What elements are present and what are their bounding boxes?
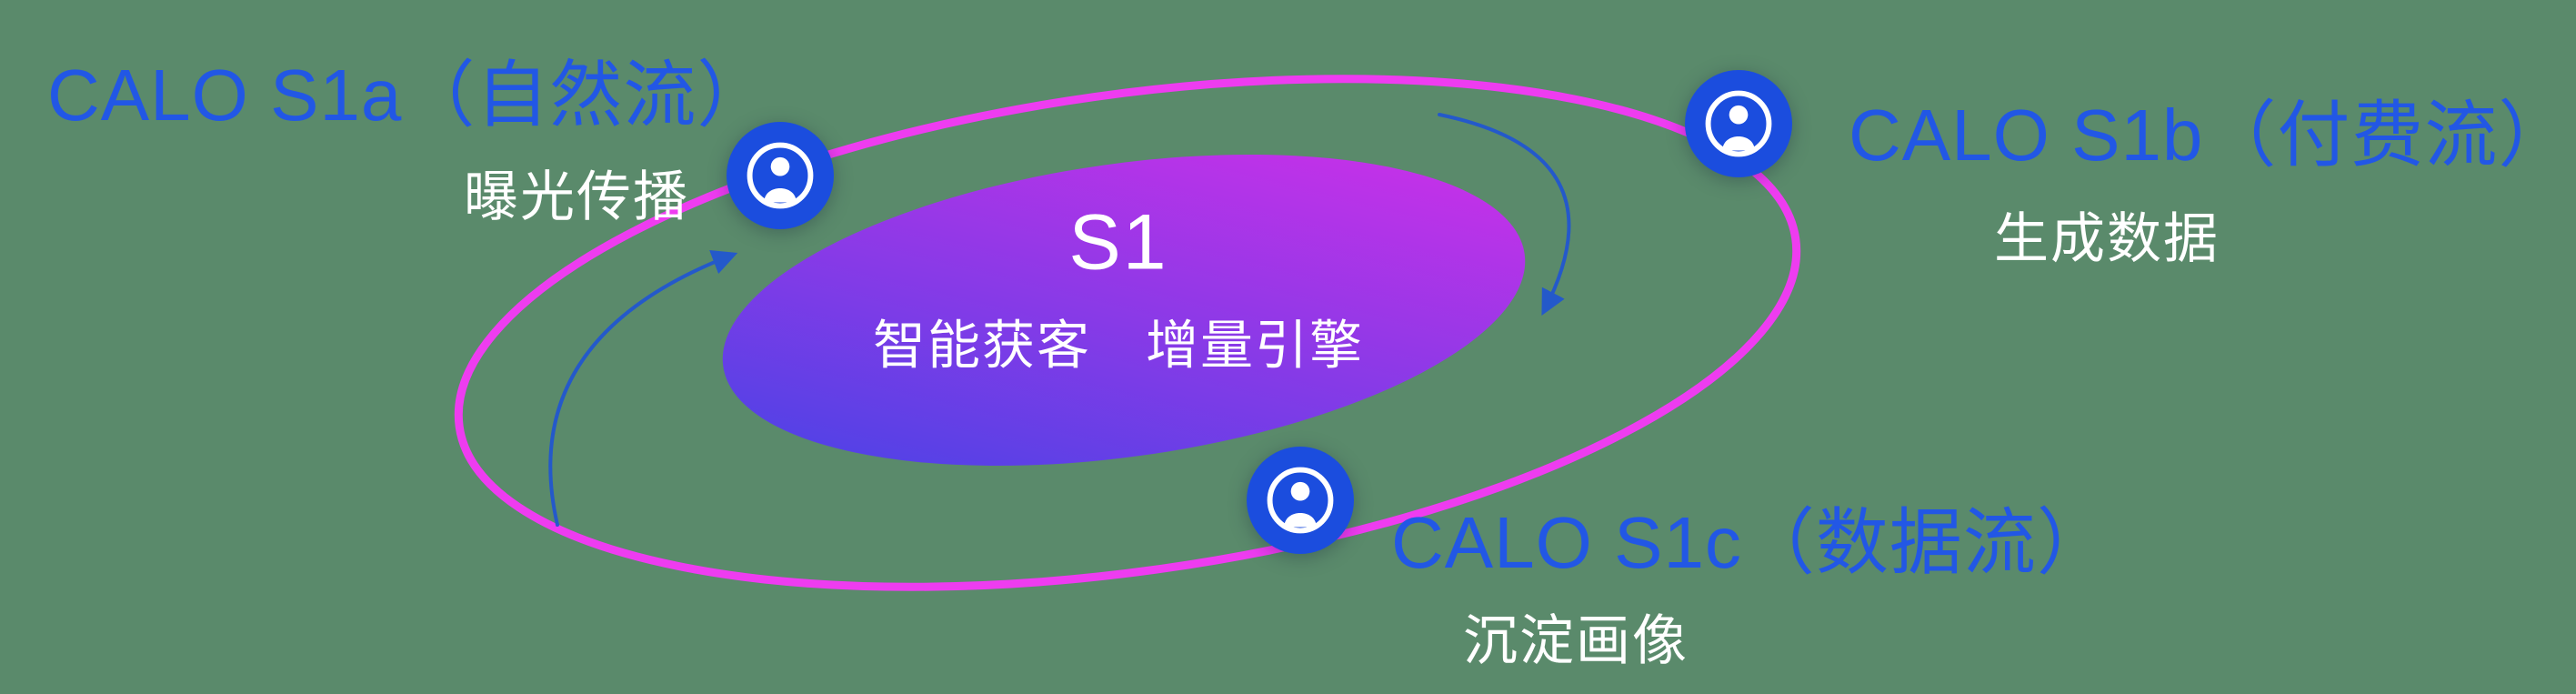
node-s1a-caption: 曝光传播: [464, 166, 689, 227]
core-subtitle: 智能获客 增量引擎: [872, 316, 1365, 376]
user-icon: [1685, 70, 1792, 177]
core-ellipse: [722, 154, 1526, 467]
flow-arrow-right: [1438, 113, 1571, 316]
orbit-ring: [454, 75, 1801, 591]
user-icon: [1247, 447, 1354, 554]
node-s1a-label: CALO S1a（自然流）: [47, 55, 771, 136]
node-s1c-caption: 沉淀画像: [1463, 610, 1689, 671]
node-s1c: [1247, 447, 1354, 554]
node-s1b-label: CALO S1b（付费流）: [1849, 95, 2572, 176]
node-s1a: [727, 122, 834, 229]
node-s1c-label: CALO S1c（数据流）: [1391, 502, 2110, 583]
node-s1b: [1685, 70, 1792, 177]
user-icon: [727, 122, 834, 229]
node-s1b-caption: 生成数据: [1994, 208, 2220, 269]
flow-arrow-left: [548, 249, 738, 527]
core-title: S1: [1068, 198, 1168, 287]
core-text: S1 智能获客 增量引擎: [873, 200, 1364, 379]
